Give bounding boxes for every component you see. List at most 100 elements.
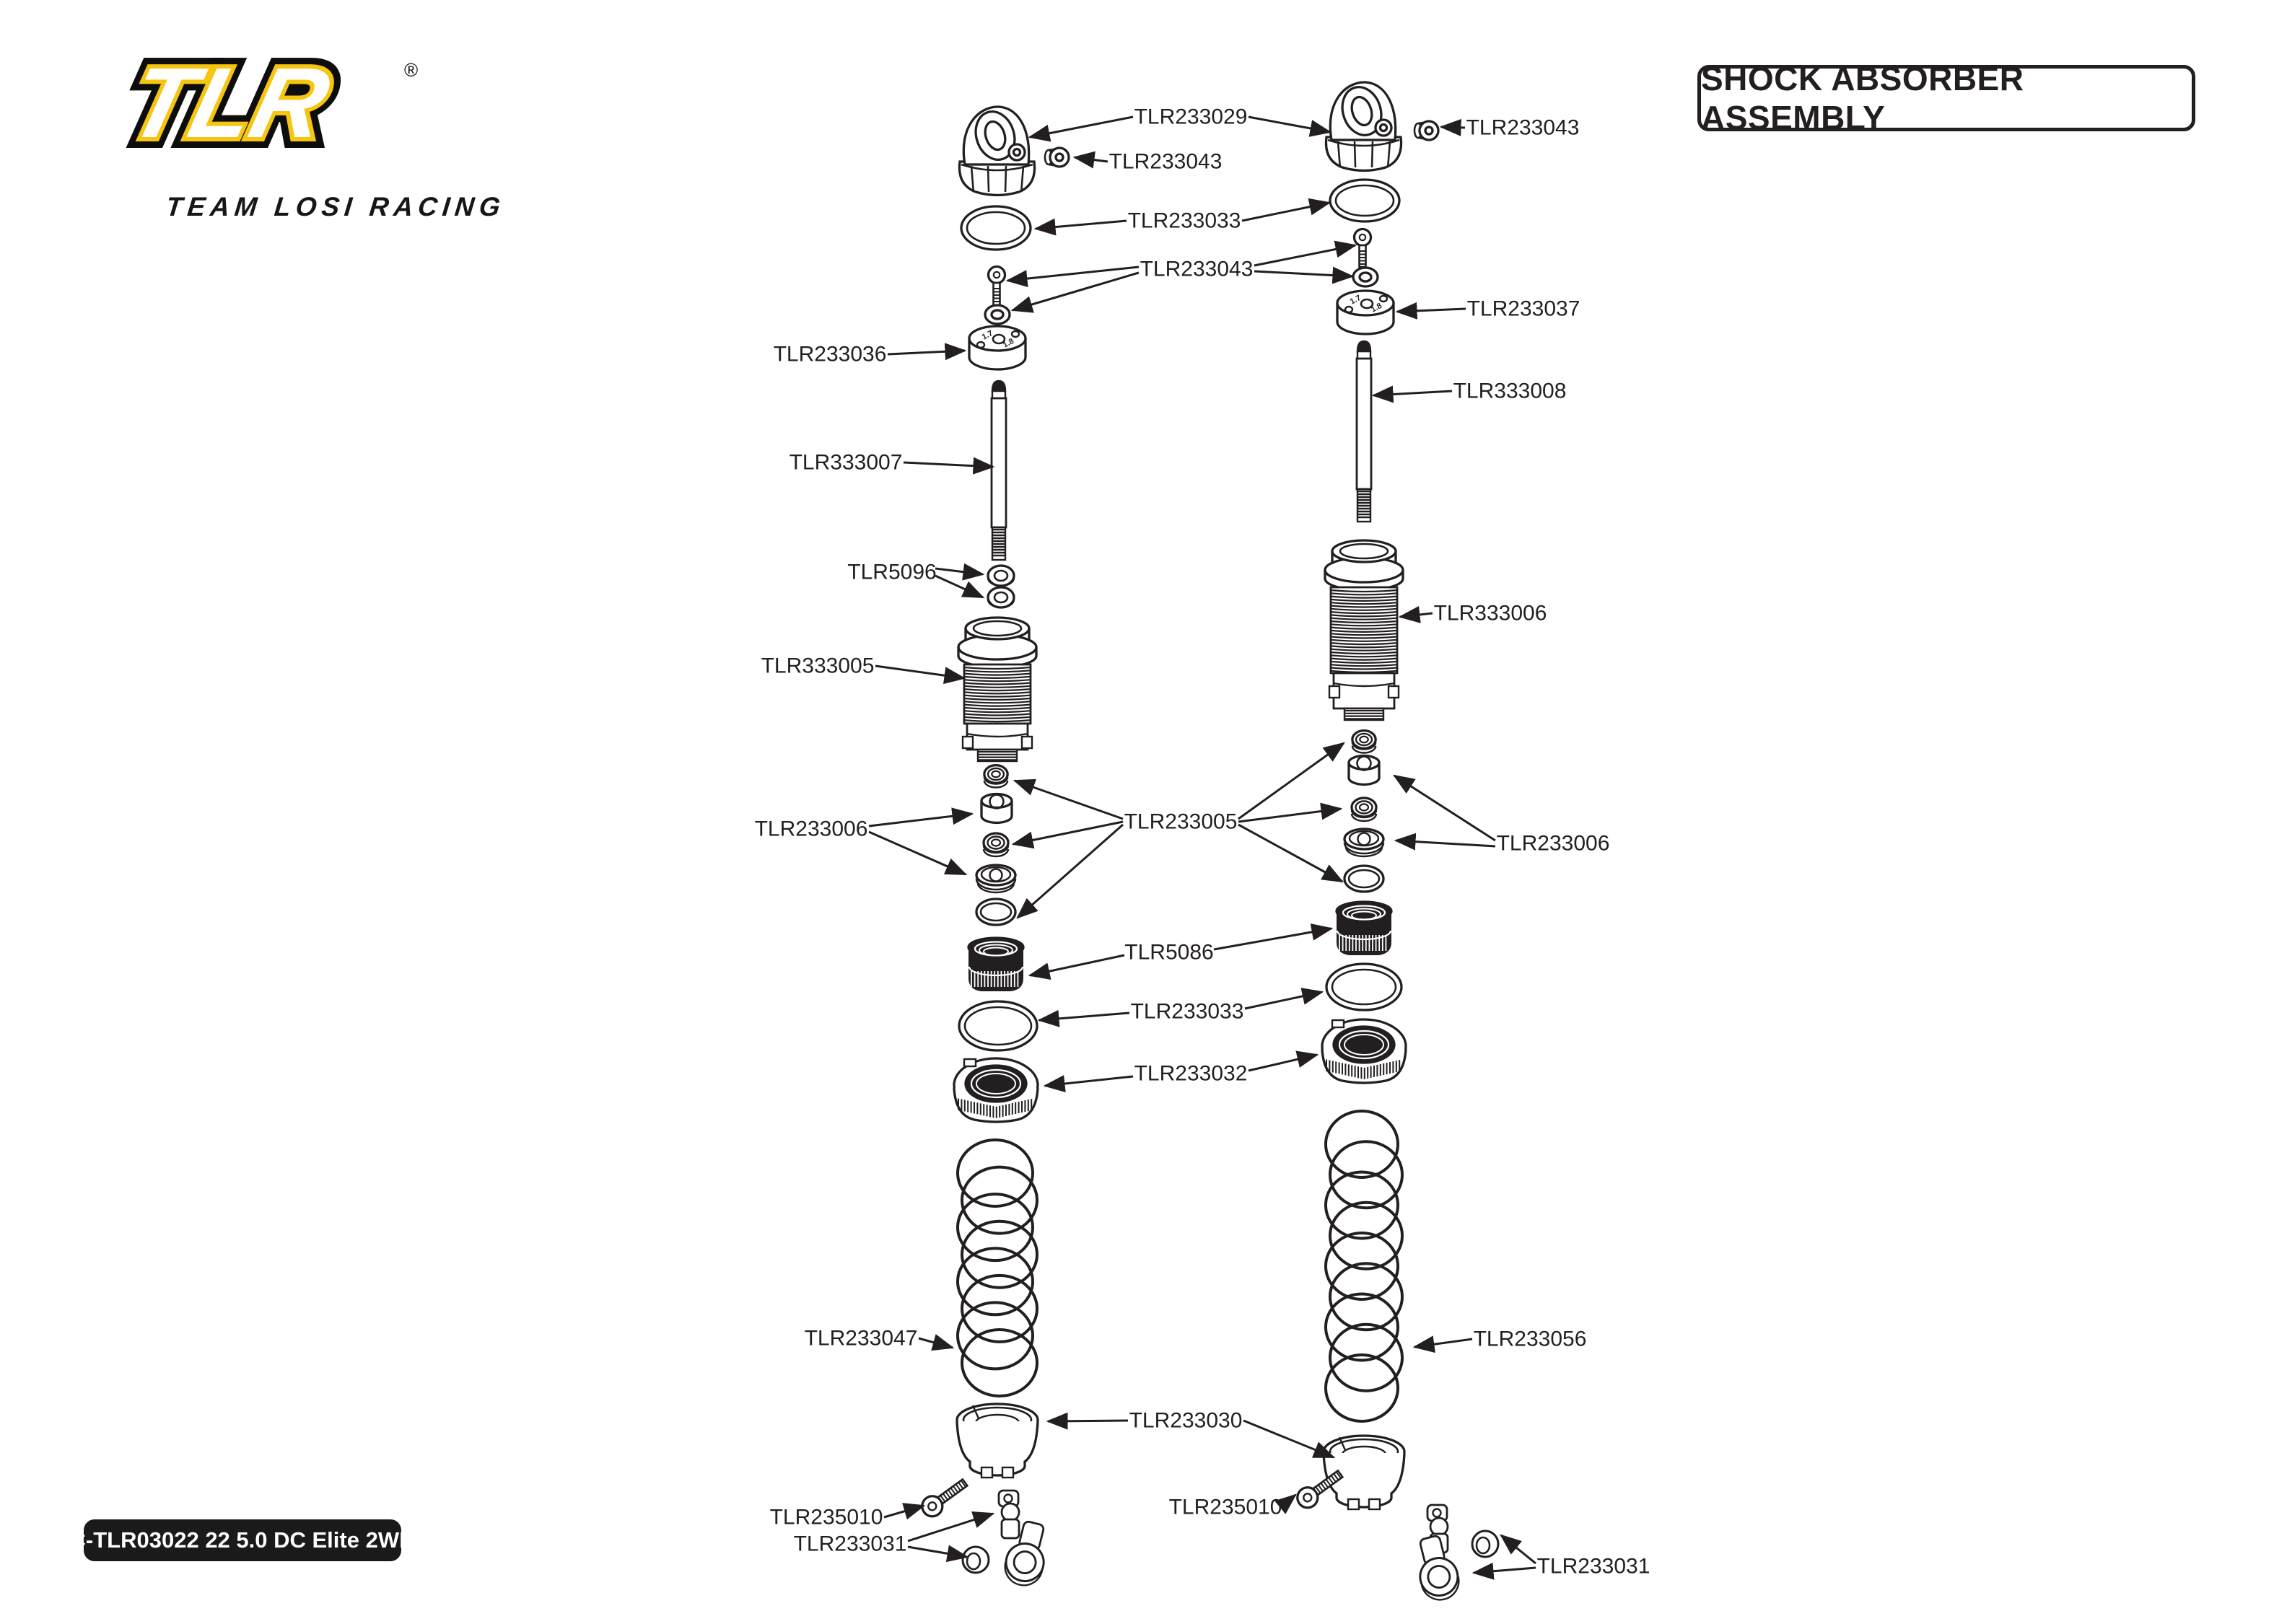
pivot-screw-right (1352, 227, 1373, 268)
leader-arrow-rod-end-left (907, 1511, 995, 1542)
part-label-shock-cap: TLR233029 (1134, 105, 1248, 129)
part-label-rod-end-left: TLR233031 (794, 1532, 907, 1556)
part-label-bleeder-screw-left: TLR233043 (1109, 150, 1223, 174)
part-label-spring-left: TLR233047 (805, 1327, 918, 1351)
cartridge-right (1335, 900, 1393, 955)
seal-xring-right-1 (1351, 729, 1377, 754)
leader-arrow-pivot-screw-set (1010, 271, 1140, 313)
part-label-shaft-bushings: TLR5096 (847, 561, 936, 584)
leader-arrow-cap-oring (1033, 218, 1127, 236)
seal-cup-right-2 (1343, 828, 1385, 858)
footer-part-code: C-TLR03022 22 5.0 DC Elite 2WD (69, 1527, 416, 1553)
part-label-cap-oring: TLR233033 (1128, 209, 1241, 233)
leader-arrow-pivot-screw-set (1254, 240, 1357, 267)
ball-cup-left (961, 1545, 990, 1574)
seal-cup-left-2 (975, 864, 1017, 894)
shock-shaft-right (1355, 340, 1373, 523)
leader-arrow-seal-cups-right (1392, 774, 1496, 842)
leader-arrow-cap-oring (1241, 198, 1331, 222)
shaft-bushing-2 (987, 586, 1015, 609)
tlr-logo-mark: TLR TLR TLR ® (108, 36, 418, 170)
rod-end-pivot-left (997, 1489, 1020, 1540)
spring-collar-right (1321, 1018, 1407, 1084)
leader-arrow-rod-end-left (907, 1545, 969, 1563)
part-label-piston-right: TLR233037 (1467, 297, 1580, 321)
leader-arrow-seal-cups-left (868, 807, 974, 828)
part-label-seal-cups-left: TLR233006 (755, 817, 868, 841)
seal-cup-left-1 (980, 792, 1013, 825)
tlr-logo-letters: TLR TLR TLR (108, 36, 351, 170)
shock-body-left (957, 616, 1038, 763)
spring-collar-left (953, 1057, 1039, 1123)
leader-arrow-rod-end-right (1500, 1534, 1536, 1565)
title-box: SHOCK ABSORBER ASSEMBLY (1697, 60, 2195, 136)
shock-shaft-left (990, 379, 1007, 561)
part-label-cartridge: TLR5086 (1124, 941, 1213, 965)
leader-arrow-mount-screw-left (883, 1503, 926, 1520)
body-oring-right (1325, 962, 1403, 1011)
footer-part-code-box: C-TLR03022 22 5.0 DC Elite 2WD (70, 1519, 415, 1561)
pivot-washer-right (1352, 266, 1379, 288)
leader-arrow-piston-right (1395, 302, 1466, 320)
piston-right: 1.71.8 (1336, 289, 1395, 335)
cap-oring-left (960, 205, 1032, 251)
leader-arrow-spring-collar (1248, 1050, 1319, 1072)
leader-arrow-oring-set (1011, 820, 1124, 849)
spring-left (956, 1138, 1038, 1397)
leader-arrow-oring-set (1016, 823, 1124, 919)
spring-cup-left (955, 1403, 1039, 1479)
leader-arrow-oring-set (1013, 778, 1124, 820)
leader-arrow-seal-cups-left (868, 830, 968, 876)
leader-arrow-pivot-screw-set (1005, 265, 1140, 288)
part-label-body-right: TLR333006 (1434, 602, 1547, 626)
cap-oring-right (1329, 178, 1401, 223)
leader-arrow-pivot-screw-set (1254, 266, 1355, 284)
part-label-body-oring: TLR233033 (1131, 1000, 1244, 1024)
registered-mark: ® (404, 59, 418, 81)
leader-arrow-spring-collar (1043, 1075, 1134, 1093)
leader-arrow-shaft-bushings (935, 574, 985, 599)
part-label-body-left: TLR333005 (761, 654, 875, 678)
tlr-logo: TLR TLR TLR ® TEAM LOSI RACING (81, 36, 507, 221)
seal-cup-right-1 (1347, 754, 1381, 786)
ball-cup-right (1471, 1529, 1500, 1558)
leader-arrow-cartridge (1028, 954, 1125, 980)
svg-text:TLR: TLR (118, 49, 340, 159)
part-label-seal-cups-right: TLR233006 (1497, 832, 1610, 856)
spring-right (1324, 1110, 1404, 1423)
rod-end-right (1419, 1535, 1460, 1601)
pivot-screw-left (987, 265, 1007, 307)
part-label-bleeder-screw-right: TLR233043 (1466, 116, 1580, 140)
leader-arrow-bleeder-screw-right (1439, 118, 1466, 136)
leader-arrow-shaft-bushings (935, 563, 985, 581)
part-label-mount-screw-left: TLR235010 (770, 1506, 883, 1529)
leader-arrow-shock-cap (1248, 115, 1332, 137)
leader-arrow-cartridge (1213, 923, 1334, 951)
shock-body-right (1324, 539, 1404, 721)
leader-arrow-rod-end-right (1471, 1562, 1536, 1580)
leader-arrow-spring-cups (1243, 1419, 1336, 1459)
bleeder-screw-left (1044, 146, 1070, 168)
pivot-washer-left (984, 304, 1011, 325)
leader-arrow-spring-right (1412, 1335, 1473, 1353)
leader-arrow-seal-cups-right (1394, 833, 1496, 851)
seal-xring-left (982, 832, 1010, 858)
shaft-bushing-1 (987, 564, 1015, 587)
leader-arrow-shaft-left (903, 457, 995, 475)
leader-arrow-mount-screw-right (1274, 1493, 1297, 1514)
rod-end-left (1004, 1520, 1045, 1586)
seal-oring-right (1343, 864, 1385, 893)
leader-arrow-shaft-right (1371, 385, 1453, 403)
part-label-mount-screw-right: TLR235010 (1169, 1496, 1282, 1519)
part-label-oring-set: TLR233005 (1124, 810, 1238, 834)
part-label-spring-right: TLR233056 (1474, 1327, 1587, 1351)
part-label-pivot-screw-set: TLR233043 (1140, 258, 1254, 281)
mount-screw-right (1296, 1469, 1344, 1509)
seal-oring-left-1 (983, 764, 1009, 789)
part-label-rod-end-right: TLR233031 (1537, 1555, 1650, 1579)
shock-cap-left (958, 105, 1036, 197)
bleeder-screw-right (1413, 120, 1440, 141)
tlr-logo-text: TLR (118, 49, 340, 159)
